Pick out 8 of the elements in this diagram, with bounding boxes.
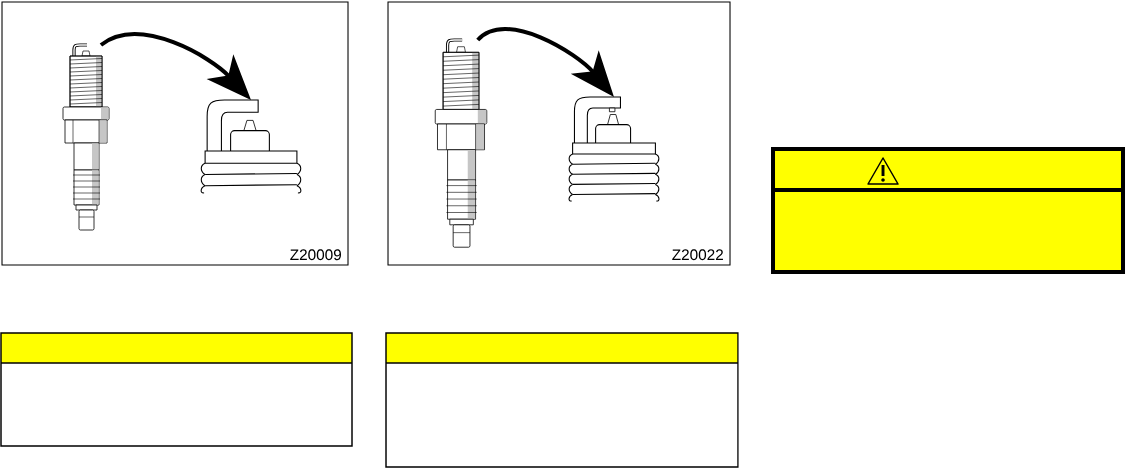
spark-plug-drawing [434, 38, 488, 248]
figure-panel: Z20022 [387, 1, 731, 266]
electrode-gap-drawing [200, 99, 302, 194]
electrode-gap-drawing [568, 96, 660, 202]
spark-plug-drawing [62, 43, 110, 231]
figure-panel: Z20009 [1, 1, 349, 266]
notice-box [0, 332, 353, 447]
notice-box [385, 332, 739, 468]
